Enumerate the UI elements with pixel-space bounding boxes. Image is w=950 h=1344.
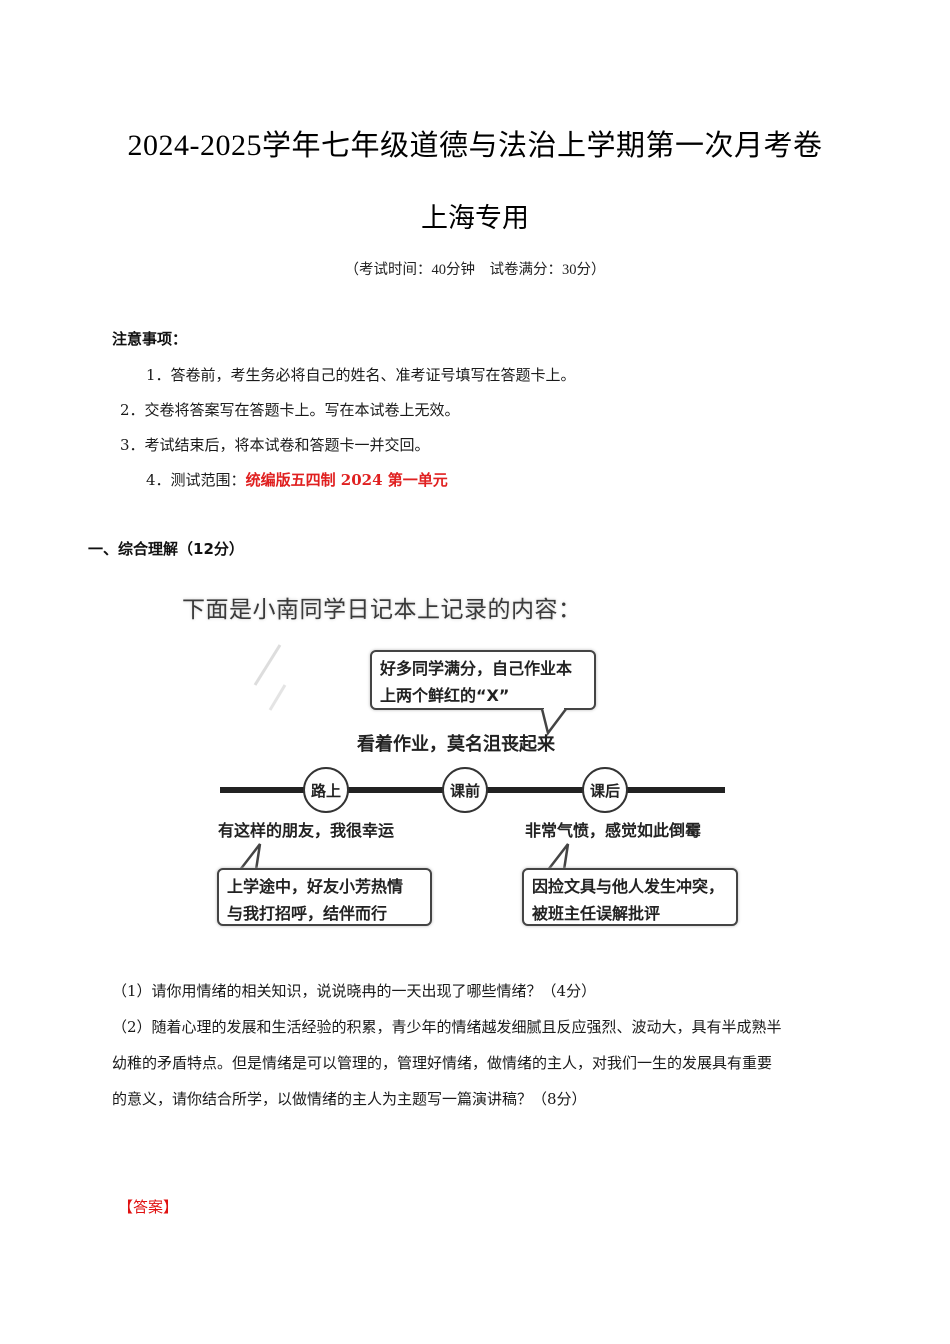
notice-item-number: 3． [120,436,145,454]
node-label: 课前 [449,781,480,800]
bubble-line: 因捡文具与他人发生冲突， [532,877,725,896]
bubble-tail-icon [540,707,567,736]
question-2: （2）随着心理的发展和生活经验的积累，青少年的情绪越发细腻且反应强烈、波动大，具… [112,1009,872,1117]
notice-item-text: 答卷前，考生务必将自己的姓名、准考证号填写在答题卡上。 [170,366,576,384]
diary-diagram: 下面是小南同学日记本上记录的内容： 好多同学满分，自己作业本 上两个鲜红的“X”… [170,580,750,926]
notice-item-1: 1．答卷前，考生务必将自己的姓名、准考证号填写在答题卡上。 [146,364,576,385]
bubble-line: 好多同学满分，自己作业本 [380,659,573,678]
right-speech-bubble: 因捡文具与他人发生冲突， 被班主任误解批评 [522,868,738,926]
bubble-tail-icon [547,843,570,871]
test-scope-highlight: 统编版五四制 2024 第一单元 [245,471,448,489]
timeline-node-after-class: 课后 [582,767,628,813]
answer-label: 【答案】 [118,1198,179,1216]
title-text: 学年七年级道德与法治上学期第一次月考卷 [261,128,823,162]
notice-item-text: 考试结束后，将本试卷和答题卡一并交回。 [144,436,430,454]
title-year: 2024-2025 [127,129,262,162]
bubble-line: 被班主任误解批评 [532,904,661,923]
decorative-stroke-icon [253,644,287,711]
left-feeling-text: 有这样的朋友，我很幸运 [218,821,395,840]
question-line: （2）随着心理的发展和生活经验的积累，青少年的情绪越发细腻且反应强烈、波动大，具… [112,1018,782,1036]
section-heading: 一、综合理解（12分） [88,540,244,558]
top-speech-bubble: 好多同学满分，自己作业本 上两个鲜红的“X” [370,650,596,710]
document-title: 2024-2025学年七年级道德与法治上学期第一次月考卷 [0,122,950,164]
notice-item-text: 交卷将答案写在答题卡上。写在本试卷上无效。 [144,401,460,419]
notice-item-number: 2． [120,401,145,419]
document-subtitle: 上海专用 [421,203,529,234]
timeline-node-before-class: 课前 [442,767,488,813]
notice-item-number: 4． [146,471,171,489]
notice-item-4: 4．测试范围：统编版五四制 2024 第一单元 [146,469,448,490]
notice-item-number: 1． [146,366,171,384]
question-line: 的意义，请你结合所学，以做情绪的主人为主题写一篇演讲稿？（8分） [112,1090,587,1108]
notice-item-text: 测试范围： [170,471,246,489]
bubble-line: 上两个鲜红的“X” [380,686,510,705]
right-feeling-text: 非常气愤，感觉如此倒霉 [525,821,702,840]
question-1: （1）请你用情绪的相关知识，说说晓冉的一天出现了哪些情绪？（4分） [112,982,597,1000]
exam-info: （考试时间：40分钟 试卷满分：30分） [344,262,606,278]
left-speech-bubble: 上学途中，好友小芳热情 与我打招呼，结伴而行 [217,868,432,926]
notice-heading: 注意事项： [112,330,188,348]
node-label: 路上 [310,781,341,800]
top-feeling-text: 看着作业，莫名沮丧起来 [357,734,555,755]
bubble-line: 与我打招呼，结伴而行 [227,904,388,923]
bubble-tail-icon [239,843,262,871]
notice-item-3: 3．考试结束后，将本试卷和答题卡一并交回。 [120,434,430,455]
bubble-line: 上学途中，好友小芳热情 [227,877,404,896]
question-line: 幼稚的矛盾特点。但是情绪是可以管理的，管理好情绪，做情绪的主人，对我们一生的发展… [112,1054,773,1072]
diagram-caption: 下面是小南同学日记本上记录的内容： [182,597,582,623]
notice-item-2: 2．交卷将答案写在答题卡上。写在本试卷上无效。 [120,399,460,420]
node-label: 课后 [589,781,620,800]
timeline-node-on-the-way: 路上 [303,767,349,813]
